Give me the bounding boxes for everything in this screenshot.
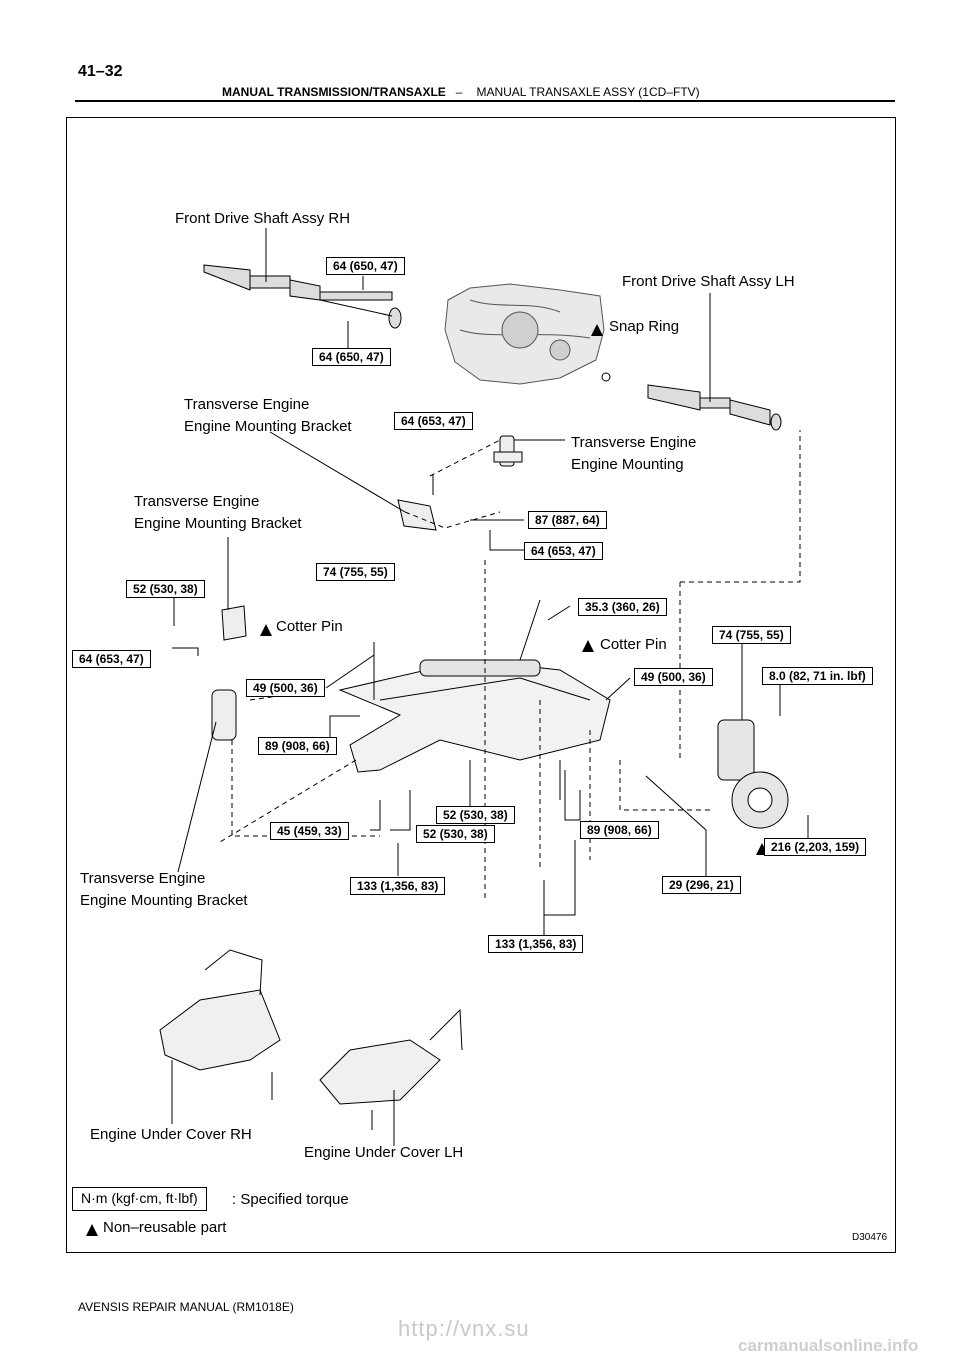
- label-line: Engine Mounting Bracket: [134, 515, 302, 532]
- torque-spec: 133 (1,356, 83): [350, 877, 446, 895]
- torque-spec: 35.3 (360, 26): [578, 598, 667, 616]
- label-line: Transverse Engine: [80, 870, 206, 887]
- label-line: Transverse Engine: [571, 434, 697, 451]
- torque-spec: 49 (500, 36): [246, 679, 325, 697]
- legend-specified-torque: : Specified torque: [232, 1191, 349, 1208]
- torque-spec: 74 (755, 55): [316, 563, 395, 581]
- label-engine-mounting-bracket-top: Transverse Engine Engine Mounting Bracke…: [184, 394, 352, 438]
- torque-spec: 52 (530, 38): [436, 806, 515, 824]
- torque-spec: 49 (500, 36): [634, 668, 713, 686]
- label-line: Engine Mounting Bracket: [80, 892, 248, 909]
- footer-manual-id: AVENSIS REPAIR MANUAL (RM1018E): [78, 1300, 294, 1314]
- engine-mounting-drawing: [493, 435, 523, 467]
- label-engine-mounting: Transverse Engine Engine Mounting: [571, 432, 696, 476]
- site-watermark: carmanualsonline.info: [738, 1336, 919, 1355]
- steering-rack-drawing: [419, 599, 541, 677]
- subsection-title: MANUAL TRANSAXLE ASSY (1CD–FTV): [476, 85, 700, 99]
- header-separator: –: [455, 85, 463, 99]
- label-front-drive-shaft-lh: Front Drive Shaft Assy LH: [622, 273, 795, 290]
- torque-spec: 87 (887, 64): [528, 511, 607, 529]
- mounting-bracket-upper-drawing: [397, 499, 437, 531]
- figure-code: D30476: [852, 1232, 888, 1243]
- torque-spec: 64 (653, 47): [72, 650, 151, 668]
- torque-spec: 45 (459, 33): [270, 822, 349, 840]
- header-title: MANUAL TRANSMISSION/TRANSAXLE–MANUAL TRA…: [222, 85, 700, 99]
- diagram-frame: [66, 117, 896, 1253]
- label-line: Transverse Engine: [184, 396, 310, 413]
- label-cotter-pin-right: Cotter Pin: [600, 636, 667, 653]
- snap-ring-drawing: [601, 372, 611, 382]
- torque-spec: 64 (650, 47): [312, 348, 391, 366]
- label-line: Engine Mounting Bracket: [184, 418, 352, 435]
- label-engine-mounting-bracket-mid: Transverse Engine Engine Mounting Bracke…: [134, 491, 302, 535]
- mounting-bracket-lower-drawing: [211, 689, 237, 741]
- under-cover-rh-drawing: [159, 949, 281, 1071]
- label-engine-mounting-bracket-low: Transverse Engine Engine Mounting Bracke…: [80, 868, 248, 912]
- transaxle-drawing: [444, 283, 605, 385]
- label-engine-under-cover-lh: Engine Under Cover LH: [304, 1144, 464, 1161]
- label-engine-under-cover-rh: Engine Under Cover RH: [90, 1126, 252, 1143]
- page-number: 41–32: [78, 63, 123, 80]
- torque-spec: 52 (530, 38): [126, 580, 205, 598]
- torque-spec: 8.0 (82, 71 in. lbf): [762, 667, 873, 685]
- section-title: MANUAL TRANSMISSION/TRANSAXLE: [222, 85, 446, 99]
- torque-spec: 216 (2,203, 159): [764, 838, 867, 856]
- torque-spec: 64 (653, 47): [394, 412, 473, 430]
- torque-spec: 133 (1,356, 83): [488, 935, 584, 953]
- torque-spec: 89 (908, 66): [258, 737, 337, 755]
- torque-spec: 89 (908, 66): [580, 821, 659, 839]
- torque-spec: 64 (650, 47): [326, 257, 405, 275]
- watermark-url[interactable]: http://vnx.su: [398, 1316, 530, 1341]
- crossmember-drawing: [338, 659, 611, 773]
- hub-knuckle-drawing: [717, 719, 789, 829]
- label-cotter-pin-left: Cotter Pin: [276, 618, 343, 635]
- under-cover-lh-drawing: [319, 1008, 463, 1105]
- label-line: Transverse Engine: [134, 493, 260, 510]
- torque-spec: 29 (296, 21): [662, 876, 741, 894]
- label-snap-ring: Snap Ring: [609, 318, 680, 335]
- label-front-drive-shaft-rh: Front Drive Shaft Assy RH: [175, 210, 351, 227]
- torque-spec: 52 (530, 38): [416, 825, 495, 843]
- drive-shaft-lh-drawing: [647, 384, 782, 431]
- drive-shaft-rh-drawing: [203, 264, 402, 329]
- header-rule: [75, 100, 895, 102]
- torque-spec: 74 (755, 55): [712, 626, 791, 644]
- legend-torque-unit: N·m (kgf·cm, ft·lbf): [72, 1187, 207, 1211]
- mounting-bracket-side-drawing: [221, 605, 247, 641]
- legend-non-reusable: Non–reusable part: [103, 1219, 227, 1236]
- label-line: Engine Mounting: [571, 456, 684, 473]
- torque-spec: 64 (653, 47): [524, 542, 603, 560]
